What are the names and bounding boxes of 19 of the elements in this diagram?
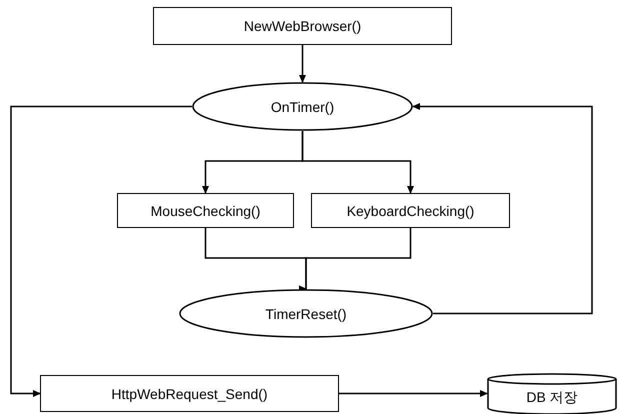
node-label: MouseChecking() (150, 202, 260, 218)
node-label: DB 저장 (526, 388, 578, 406)
process-box (40, 375, 339, 412)
node-label: HttpWebRequest_Send() (111, 386, 268, 402)
node-label: KeyboardChecking() (346, 202, 474, 218)
arrow (10, 106, 192, 397)
arrow (412, 103, 593, 314)
process-box (311, 193, 510, 228)
process-box (153, 7, 452, 45)
process-ellipse (179, 289, 433, 338)
node-label: OnTimer() (270, 98, 334, 114)
process-ellipse (192, 82, 413, 131)
arrow (302, 131, 414, 194)
arrow (299, 45, 306, 83)
node-label: TimerReset() (265, 306, 347, 322)
node-label: NewWebBrowser() (244, 18, 362, 34)
database-cylinder (487, 373, 617, 414)
process-box (117, 193, 294, 228)
arrow (339, 390, 488, 397)
